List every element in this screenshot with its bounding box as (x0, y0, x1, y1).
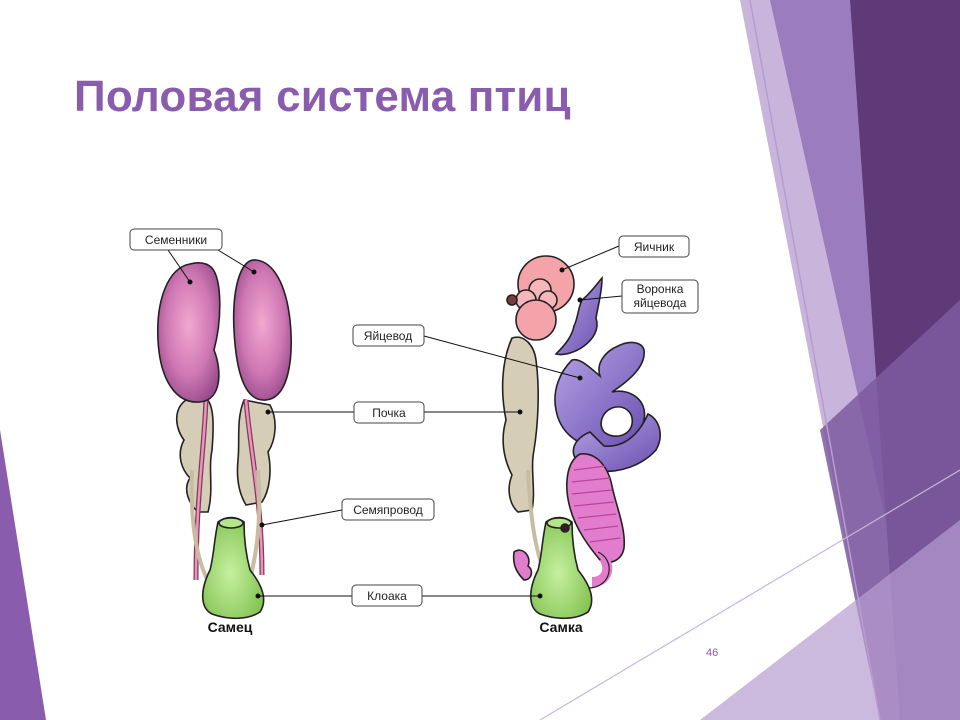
page-number: 46 (706, 647, 719, 659)
male-cloaca (201, 516, 265, 620)
female-oviduct-opening (560, 523, 570, 533)
right-decor-thin-line-2 (539, 469, 960, 720)
leader-dot-infundibulum (577, 297, 583, 303)
female-oviduct (554, 341, 646, 450)
left-decor-triangle (0, 430, 46, 720)
leader-dot-cloaca-female (537, 593, 543, 599)
leader-oviduct (423, 335, 581, 379)
label-cloaca: Клоака (367, 589, 407, 603)
male-testis-right (232, 259, 292, 401)
label-oviduct: Яйцевод (364, 329, 412, 343)
label-box-kidney (353, 401, 425, 424)
label-box-testes (129, 228, 223, 251)
female-infundibulum (554, 275, 603, 356)
label-box-ovary (618, 235, 690, 258)
female-kidney (501, 336, 539, 513)
female-ovary-follicle-4 (515, 299, 557, 341)
female-organs (501, 255, 661, 620)
leader-infundibulum (579, 295, 623, 301)
right-decor-lower-light (700, 520, 960, 720)
female-ovary-dark (506, 294, 518, 306)
label-box-infundibulum (621, 279, 699, 314)
right-decor-thin-line (749, 0, 881, 720)
female-vagina-outline (587, 551, 610, 589)
leader-dot-kidney-male (265, 409, 271, 415)
leader-dot-oviduct (577, 375, 583, 381)
label-vas-deferens: Семяпровод (353, 503, 423, 517)
leader-lines (167, 245, 623, 599)
leader-testes-right (217, 249, 255, 273)
female-right-oviduct-remnant (512, 549, 533, 581)
leader-dot-vas-deferens (259, 522, 265, 528)
label-box-oviduct (352, 324, 425, 347)
male-testis-left (157, 262, 221, 403)
label-kidney: Почка (372, 406, 406, 420)
leader-dot-kidney-female (517, 409, 523, 415)
male-cloaca-opening (218, 517, 244, 529)
label-box-vas-deferens (341, 498, 435, 521)
leader-ovary (561, 245, 620, 271)
female-uterus-ridges (571, 465, 621, 543)
label-ovary: Яичник (634, 240, 675, 254)
leader-dot-testes-right (251, 269, 257, 275)
label-boxes (129, 228, 699, 607)
label-infundibulum-line2: яйцевода (634, 296, 687, 310)
caption-texts: Самец Самка (208, 619, 583, 635)
male-ureter-left (189, 469, 212, 586)
female-vagina (591, 555, 613, 587)
leader-testes-left (167, 249, 191, 283)
leader-dot-ovary (559, 267, 565, 273)
label-infundibulum-line1: Воронка (637, 282, 684, 296)
male-vas-deferens-right-inner (244, 399, 264, 576)
caption-female: Самка (539, 619, 582, 635)
leader-dot-cloaca-male (255, 593, 261, 599)
caption-male: Самец (208, 619, 253, 635)
male-organs (157, 259, 292, 620)
label-texts: Семенники Яичник Воронка яйцевода Яйцево… (145, 233, 687, 603)
label-testes: Семенники (145, 233, 207, 247)
slide-title: Половая система птиц (74, 72, 571, 121)
label-box-cloaca (351, 584, 423, 607)
female-cloaca (529, 516, 593, 620)
leader-vas-deferens (261, 509, 343, 526)
leader-dot-testes-left (187, 279, 193, 285)
